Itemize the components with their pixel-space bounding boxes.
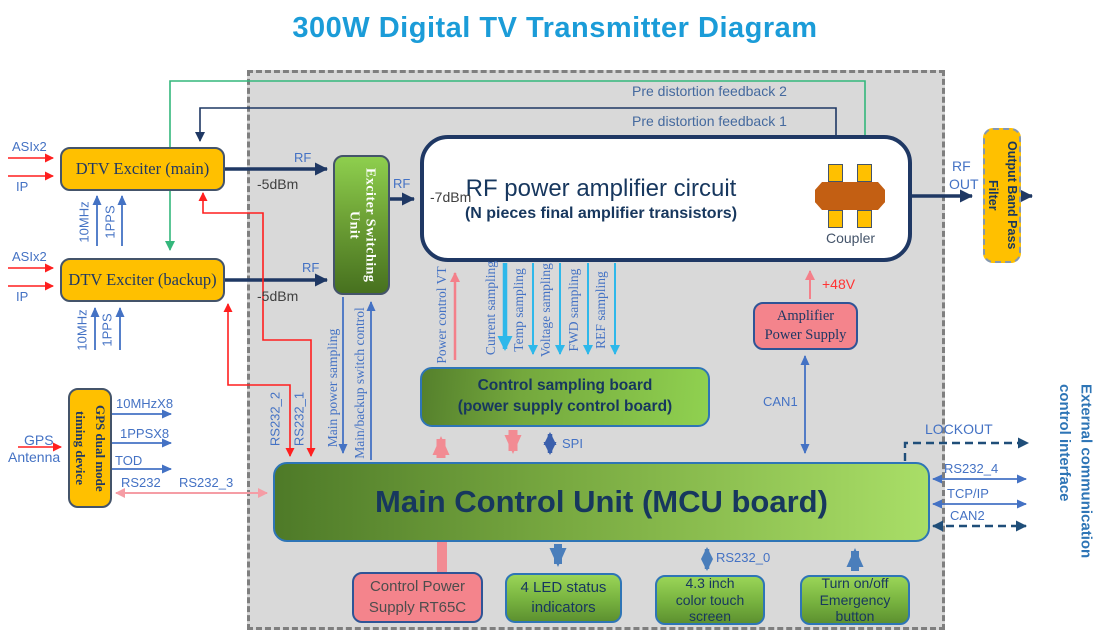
diagram-title: 300W Digital TV Transmitter Diagram	[292, 12, 818, 44]
gps-timing-device-box: GPS dual mode timing device	[68, 388, 112, 508]
label-rs232-2: RS232_2	[267, 391, 283, 447]
label-main-backup-switch-control: Main/backup switch control	[352, 307, 367, 459]
label-gps: GPS	[24, 432, 54, 448]
label-tcpip: TCP/IP	[947, 486, 989, 501]
output-band-pass-filter-label: Output Band Pass Filter	[986, 141, 1019, 250]
label-temp-sampling: Temp sampling	[511, 268, 526, 352]
label-asix2-backup: ASIx2	[12, 249, 47, 264]
emergency-button-label: Turn on/off Emergency button	[819, 574, 891, 625]
label-1pps-backup: 1PPS	[99, 313, 115, 347]
main-control-unit-label: Main Control Unit (MCU board)	[375, 484, 828, 519]
exciter-switching-unit-label: Exciter Switching Unit	[346, 167, 378, 283]
exciter-switching-unit-box: Exciter Switching Unit	[333, 155, 390, 295]
coupler-pin	[828, 210, 843, 228]
label-fwd-sampling: FWD sampling	[566, 268, 581, 352]
coupler-body	[815, 182, 885, 210]
control-sampling-board-box: Control sampling board (power supply con…	[420, 367, 710, 427]
amplifier-power-supply-box: Amplifier Power Supply	[753, 302, 858, 350]
amplifier-power-supply-label: Amplifier Power Supply	[764, 308, 847, 343]
label-can1: CAN1	[763, 394, 798, 409]
label-ref-sampling: REF sampling	[593, 271, 608, 349]
label-rs232-4: RS232_4	[944, 461, 999, 476]
label-rf-backup: RF	[302, 260, 320, 275]
label-current-sampling: Current sampling	[483, 260, 498, 356]
label-10mhzx8: 10MHzX8	[116, 396, 174, 411]
label-asix2-main: ASIx2	[12, 139, 47, 154]
label-7dbm: -7dBm	[430, 189, 472, 205]
dtv-exciter-backup-label: DTV Exciter (backup)	[68, 270, 217, 289]
touch-screen-box: 4.3 inch color touch screen	[655, 575, 765, 625]
dtv-exciter-main-box: DTV Exciter (main)	[60, 147, 225, 191]
dtv-exciter-main-label: DTV Exciter (main)	[75, 159, 210, 178]
label-rf-out-2: OUT	[949, 176, 979, 192]
main-control-unit-box: Main Control Unit (MCU board)	[273, 462, 930, 542]
label-rf-out-1: RF	[952, 158, 971, 174]
label-spi: SPI	[562, 436, 583, 451]
rf-amp-subtitle: (N pieces final amplifier transistors)	[464, 204, 738, 222]
label-external-communication-interface: External communication control interface	[1055, 384, 1095, 559]
label-5dbm-main: -5dBm	[257, 176, 299, 192]
rf-amp-title: RF power amplifier circuit	[465, 174, 737, 202]
coupler-label: Coupler	[826, 230, 876, 246]
dtv-exciter-backup-box: DTV Exciter (backup)	[60, 258, 225, 302]
label-antenna: Antenna	[8, 449, 61, 465]
control-power-supply-box: Control Power Supply RT65C	[352, 572, 483, 623]
label-5dbm-backup: -5dBm	[257, 288, 299, 304]
emergency-button-box: Turn on/off Emergency button	[800, 575, 910, 625]
label-10mhz-backup: 10MHz	[74, 309, 90, 351]
label-can2: CAN2	[950, 508, 985, 523]
label-rs232-0: RS232_0	[716, 550, 771, 565]
label-rf-main: RF	[294, 150, 312, 165]
label-predistortion-feedback-1: Pre distortion feedback 1	[632, 113, 787, 129]
coupler-pin	[857, 210, 872, 228]
coupler-pin	[857, 164, 872, 182]
label-1ppsx8: 1PPSX8	[120, 426, 170, 441]
label-rf-switch: RF	[393, 176, 411, 191]
label-ip-backup: IP	[16, 289, 29, 304]
label-predistortion-feedback-2: Pre distortion feedback 2	[632, 83, 787, 99]
led-status-indicators-box: 4 LED status indicators	[505, 573, 622, 623]
label-1pps-main: 1PPS	[102, 205, 118, 239]
control-power-supply-label: Control Power Supply RT65C	[368, 578, 467, 616]
coupler-pin	[828, 164, 843, 182]
label-10mhz-main: 10MHz	[76, 201, 92, 243]
touch-screen-label: 4.3 inch color touch screen	[675, 574, 745, 625]
label-tod: TOD	[115, 453, 143, 468]
control-sampling-board-label: Control sampling board (power supply con…	[457, 377, 673, 415]
label-rs232-1: RS232_1	[291, 391, 307, 447]
label-rs232: RS232	[121, 475, 161, 490]
label-power-control-vt: Power control VT	[434, 266, 449, 364]
label-ip-main: IP	[16, 179, 29, 194]
output-band-pass-filter-box: Output Band Pass Filter	[983, 128, 1021, 263]
label-rs232-3: RS232_3	[179, 475, 234, 490]
label-lockout: LOCKOUT	[925, 421, 993, 437]
label-48v: +48V	[822, 276, 856, 292]
led-status-indicators-label: 4 LED status indicators	[520, 578, 607, 616]
label-voltage-sampling: Voltage sampling	[538, 263, 553, 357]
label-main-power-sampling: Main power sampling	[325, 328, 340, 448]
gps-timing-device-label: GPS dual mode timing device	[73, 404, 109, 492]
